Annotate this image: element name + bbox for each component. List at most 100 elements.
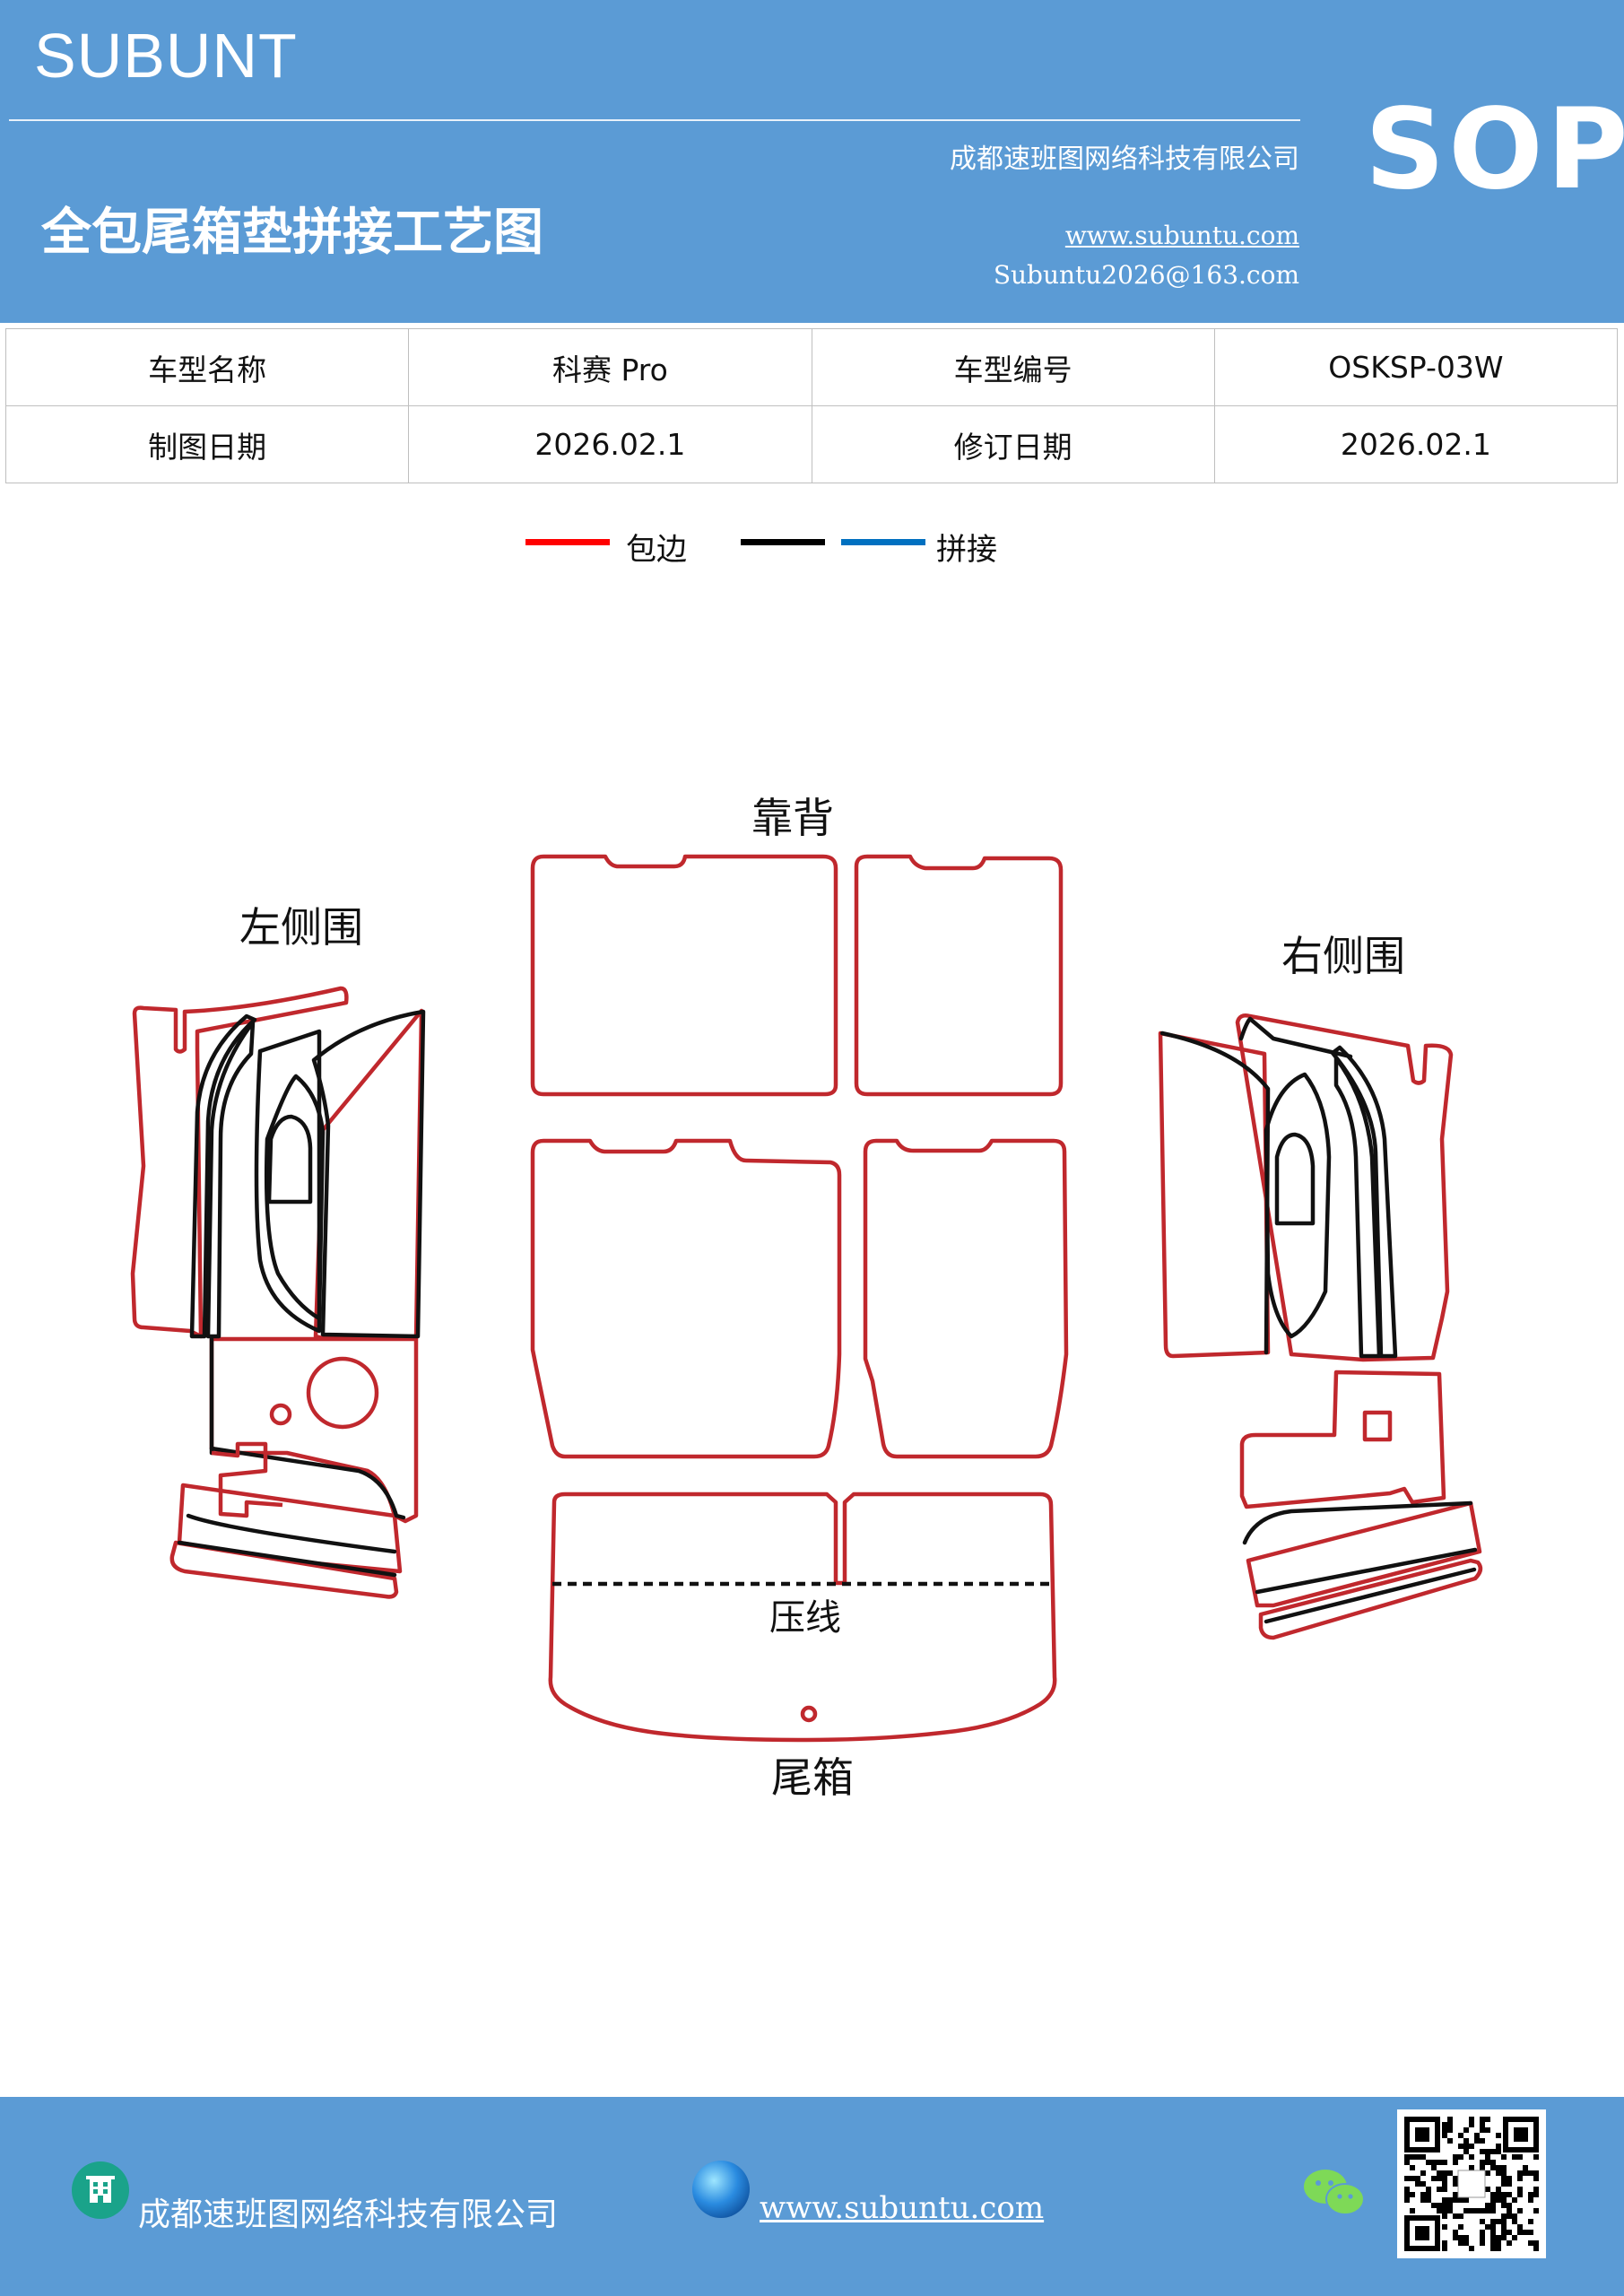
- qr-module: [1485, 2160, 1490, 2165]
- qr-module: [1533, 2176, 1539, 2181]
- qr-module: [1480, 2230, 1485, 2235]
- qr-module: [1517, 2192, 1523, 2197]
- qr-module: [1517, 2154, 1523, 2160]
- qr-module: [1490, 2224, 1496, 2230]
- qr-module: [1458, 2154, 1463, 2160]
- qr-module: [1447, 2197, 1453, 2203]
- qr-module: [1517, 2176, 1523, 2181]
- qr-module: [1442, 2176, 1447, 2181]
- qr-module: [1501, 2165, 1507, 2170]
- qr-module: [1442, 2208, 1447, 2213]
- qr-module: [1453, 2235, 1458, 2240]
- qr-module: [1512, 2219, 1517, 2224]
- backrest-label: 靠背: [751, 794, 834, 842]
- right-side-bottom-strip-a: [1246, 1500, 1482, 1608]
- qr-module: [1485, 2117, 1490, 2122]
- right-seam-left-piece: [1159, 1031, 1271, 1355]
- qr-module: [1507, 2176, 1512, 2181]
- wechat-icon[interactable]: [1302, 2165, 1367, 2219]
- qr-module: [1480, 2149, 1485, 2154]
- qr-module: [1437, 2187, 1442, 2192]
- qr-module: [1447, 2170, 1453, 2176]
- left-seam-bottom-curve-2: [177, 1540, 397, 1578]
- qr-module: [1496, 2165, 1501, 2170]
- qr-module: [1528, 2230, 1533, 2235]
- backrest-top-left-panel: [530, 854, 838, 1097]
- legend-seam-label: 拼接: [936, 532, 997, 568]
- qr-module: [1501, 2224, 1507, 2230]
- qr-module: [1501, 2170, 1507, 2176]
- qr-module: [1442, 2181, 1447, 2187]
- qr-module: [1490, 2246, 1496, 2251]
- qr-module: [1404, 2154, 1410, 2160]
- qr-module: [1420, 2154, 1426, 2160]
- qr-module: [1490, 2165, 1496, 2170]
- draw-date-label: 制图日期: [4, 405, 410, 483]
- qr-module: [1490, 2160, 1496, 2165]
- qr-module: [1404, 2192, 1410, 2197]
- qr-module: [1507, 2181, 1512, 2187]
- left-side-label: 左侧围: [239, 903, 363, 952]
- qr-module: [1447, 2208, 1453, 2213]
- qr-module: [1512, 2154, 1517, 2160]
- qr-module: [1469, 2165, 1474, 2170]
- revise-date-label: 修订日期: [811, 405, 1215, 483]
- right-side-label: 右侧围: [1281, 932, 1405, 980]
- qr-module: [1507, 2208, 1512, 2213]
- backrest-top-right-panel: [854, 854, 1064, 1097]
- qr-module: [1474, 2208, 1480, 2213]
- qr-module: [1469, 2144, 1474, 2149]
- qr-module: [1528, 2192, 1533, 2197]
- qr-module: [1496, 2187, 1501, 2192]
- website-link[interactable]: www.subuntu.com: [1064, 221, 1299, 250]
- qr-module: [1485, 2154, 1490, 2160]
- left-side-right-outer: [313, 1008, 424, 1341]
- qr-module: [1404, 2160, 1410, 2165]
- qr-module: [1533, 2192, 1539, 2197]
- qr-module: [1480, 2165, 1485, 2170]
- left-side-top-outer: [130, 986, 349, 1339]
- footer-company: 成都速班图网络科技有限公司: [138, 2196, 559, 2233]
- qr-module: [1431, 2165, 1437, 2170]
- qr-module: [1431, 2176, 1437, 2181]
- trunk-label: 尾箱: [771, 1753, 854, 1802]
- qr-module: [1496, 2149, 1501, 2154]
- left-hole-small: [269, 1403, 292, 1426]
- left-seam-lower-curve: [209, 1446, 406, 1520]
- qr-module: [1469, 2154, 1474, 2160]
- trunk-hole: [800, 1705, 818, 1723]
- qr-module: [1480, 2122, 1485, 2127]
- qr-module: [1501, 2219, 1507, 2224]
- legend-edge-label: 包边: [626, 532, 687, 568]
- qr-module: [1517, 2230, 1523, 2235]
- qr-module: [1480, 2240, 1485, 2246]
- left-seam-strip-2: [205, 1020, 256, 1339]
- qr-module: [1453, 2230, 1458, 2235]
- qr-module: [1507, 2192, 1512, 2197]
- left-tab-notch: [211, 1441, 283, 1518]
- qr-module: [1533, 2240, 1539, 2246]
- qr-module: [1507, 2213, 1512, 2219]
- left-hole-large: [306, 1356, 379, 1430]
- footer-website-link[interactable]: www.subuntu.com: [760, 2190, 1045, 2226]
- backrest-bottom-left-panel: [530, 1138, 842, 1459]
- qr-module: [1442, 2122, 1447, 2127]
- qr-module: [1426, 2160, 1431, 2165]
- qr-module: [1501, 2213, 1507, 2219]
- qr-module: [1501, 2197, 1507, 2203]
- sop-badge: SOP: [1365, 85, 1624, 214]
- qr-module: [1453, 2197, 1458, 2203]
- qr-module: [1507, 2230, 1512, 2235]
- qr-module: [1420, 2170, 1426, 2176]
- qr-module: [1458, 2240, 1463, 2246]
- qr-module: [1490, 2197, 1496, 2203]
- qr-module: [1512, 2197, 1517, 2203]
- qr-module: [1453, 2213, 1458, 2219]
- qr-module: [1501, 2192, 1507, 2197]
- qr-module: [1442, 2170, 1447, 2176]
- qr-module: [1490, 2240, 1496, 2246]
- qr-module: [1528, 2197, 1533, 2203]
- qr-module: [1458, 2213, 1463, 2219]
- qr-module: [1480, 2117, 1485, 2122]
- qr-module: [1426, 2192, 1431, 2197]
